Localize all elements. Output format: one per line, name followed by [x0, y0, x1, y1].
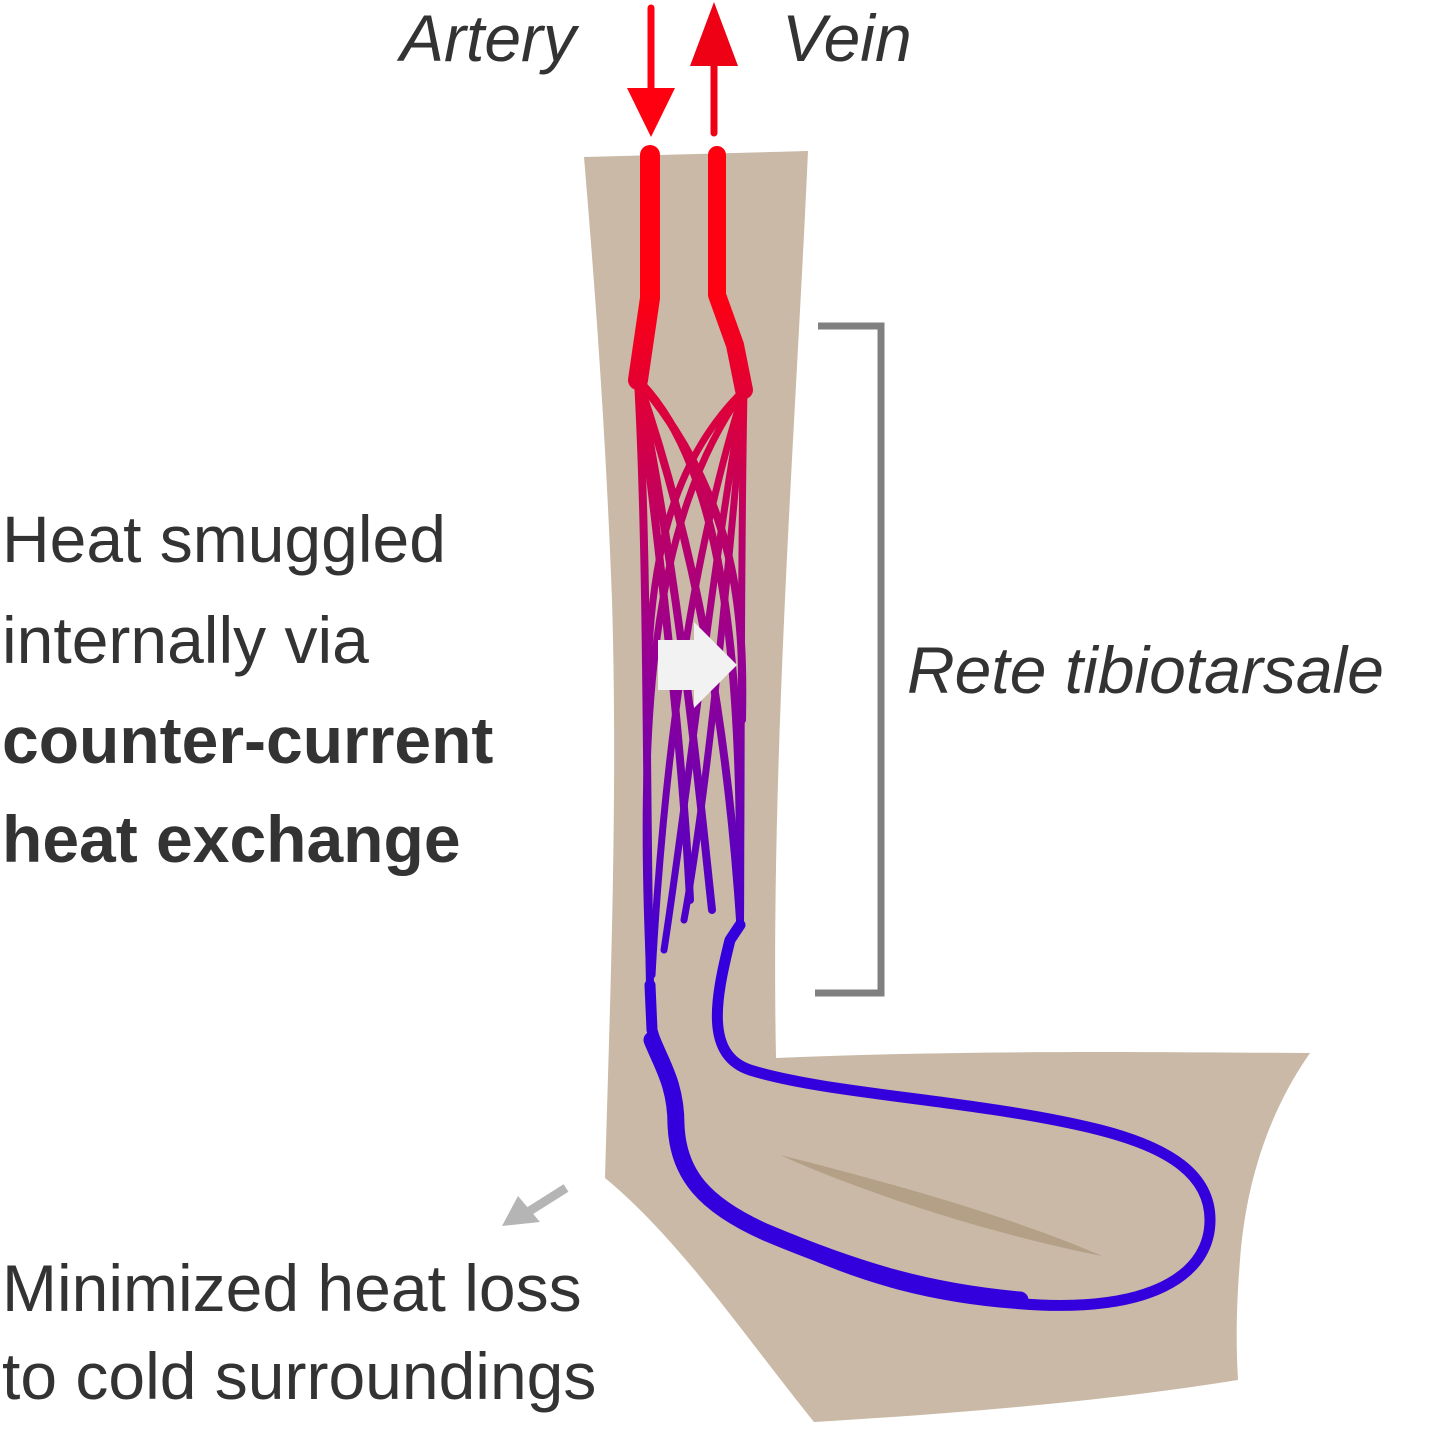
leg-crease	[780, 1155, 1102, 1256]
loss-text-line1: Minimized heat loss	[2, 1251, 582, 1325]
leg-silhouette	[584, 151, 1310, 1422]
arrow-down-left-icon	[525, 1184, 569, 1216]
arrow-right-icon	[658, 622, 737, 708]
artery-lower-thick	[643, 1031, 1029, 1309]
heat-text-line2: internally via	[2, 603, 369, 677]
heat-text-line4: heat exchange	[2, 802, 461, 876]
artery-flow-arrow	[627, 4, 675, 137]
heat-text-line3: counter-current	[2, 703, 494, 777]
artery-label: Artery	[400, 1, 577, 75]
loss-text-line2: to cold surroundings	[2, 1339, 597, 1413]
heat-loss-arrow	[502, 1184, 569, 1226]
vein-trunk	[708, 146, 753, 399]
vein-flow-arrow	[690, 2, 738, 137]
artery-trunk	[628, 145, 660, 390]
rete-label: Rete tibiotarsale	[907, 633, 1384, 707]
rete-bracket	[815, 322, 885, 997]
heat-text-line1: Heat smuggled	[2, 502, 446, 576]
vein-label: Vein	[782, 1, 912, 75]
